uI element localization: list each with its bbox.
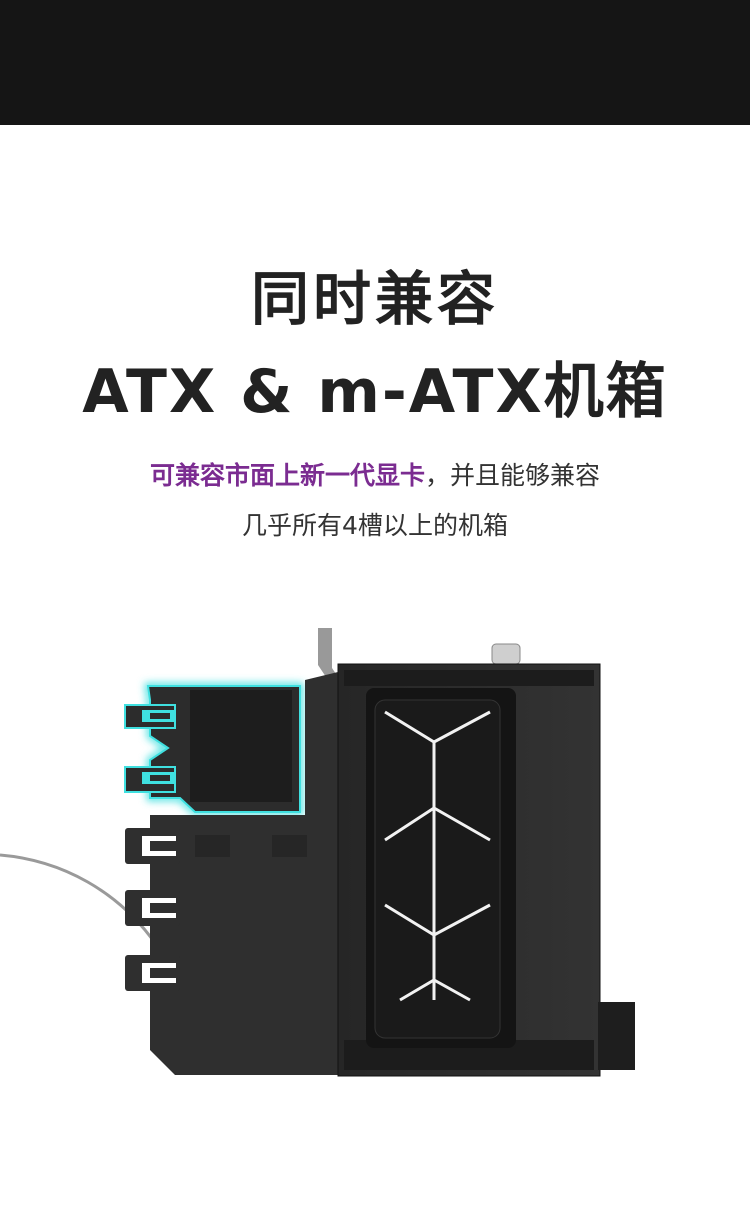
top-banner-bar bbox=[0, 0, 750, 125]
light-strip-pattern bbox=[384, 710, 491, 1002]
side-box bbox=[598, 1002, 635, 1070]
description-line2: 几乎所有4槽以上的机箱 bbox=[242, 511, 508, 540]
description-line1: 可兼容市面上新一代显卡，并且能够兼容 bbox=[0, 456, 750, 492]
vertical-gpu-bracket-illustration bbox=[0, 628, 635, 1077]
thumbscrew-icon bbox=[491, 643, 521, 665]
bracket-tab bbox=[318, 628, 340, 680]
headline-line1: 同时兼容 bbox=[250, 265, 499, 333]
description-highlight: 可兼容市面上新一代显卡 bbox=[149, 461, 425, 490]
lower-bracket-panel bbox=[150, 672, 338, 1075]
headline-line2: ATX & m-ATX机箱 bbox=[82, 357, 668, 427]
cable bbox=[0, 853, 162, 951]
description-rest: ，并且能够兼容 bbox=[425, 461, 601, 490]
